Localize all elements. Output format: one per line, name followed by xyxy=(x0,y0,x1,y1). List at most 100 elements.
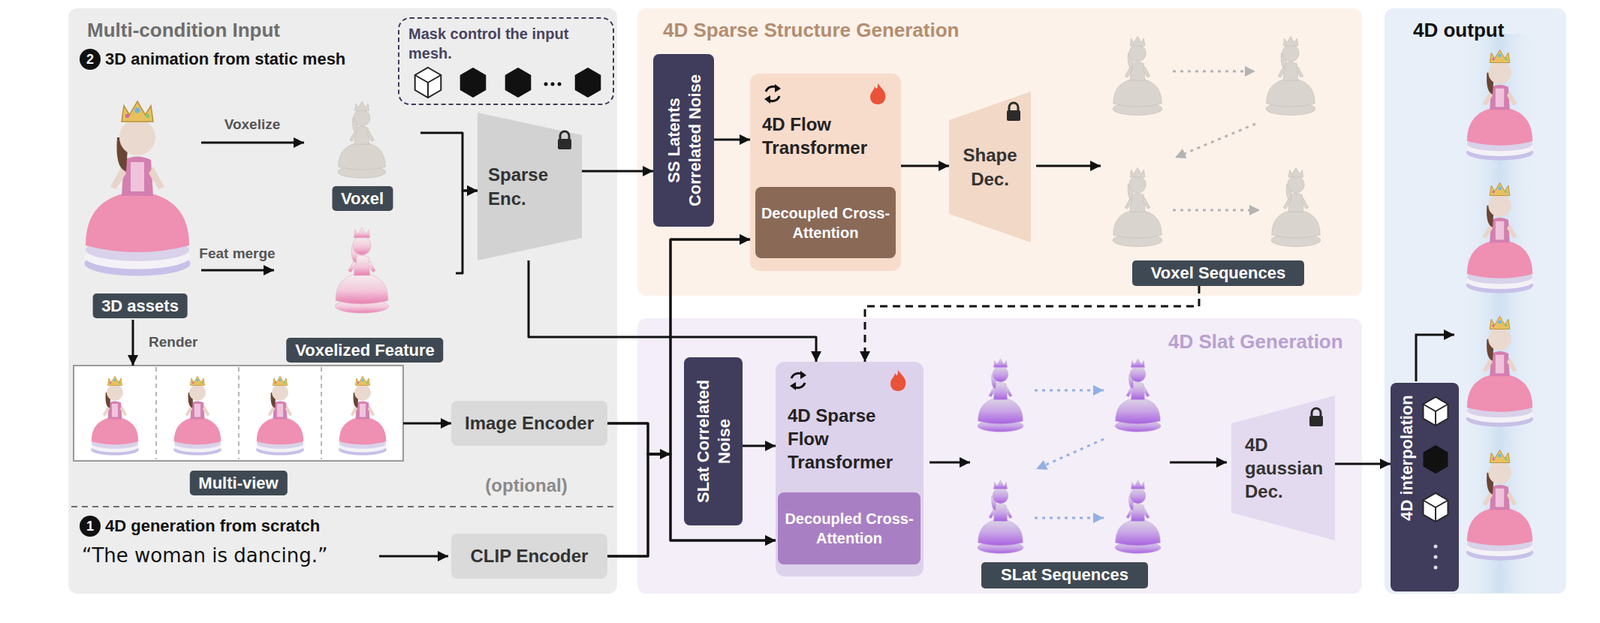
voxel-sequence xyxy=(1271,167,1321,247)
box-label: 4D Sparse Flow Transformer xyxy=(787,403,915,475)
asset-figure xyxy=(84,101,191,277)
fire-icon xyxy=(890,370,906,392)
note-text: (optional) xyxy=(485,475,567,498)
interpolation-icons xyxy=(1434,555,1438,560)
box-label: 4D gaussian Dec. xyxy=(1244,433,1328,504)
sequence-tag: SLat Sequences xyxy=(981,562,1149,589)
box-label: CLIP Encoder xyxy=(457,544,602,568)
voxel-figure xyxy=(337,101,386,178)
mask-icons xyxy=(544,82,549,87)
voxel-sequence xyxy=(1172,70,1256,73)
lock-icon xyxy=(557,131,572,150)
caption-tag: Multi-view xyxy=(189,470,287,497)
mask-note: Mask control the input mesh. xyxy=(397,17,615,106)
flow-arrow xyxy=(201,141,305,145)
interpolation-icons xyxy=(1423,397,1449,570)
slat-sequence xyxy=(929,461,971,465)
output-band xyxy=(1460,33,1540,594)
voxel-group: Voxel xyxy=(304,93,421,213)
dashed-arrow xyxy=(864,286,1200,362)
box-label: 4D Flow Transformer xyxy=(762,112,892,160)
mask-icons xyxy=(415,67,442,98)
voxel-sequence xyxy=(1172,209,1260,212)
voxel-figure xyxy=(337,101,386,178)
slat-sequence xyxy=(929,358,1227,555)
refresh-icon xyxy=(764,84,807,391)
callout-number: 1 xyxy=(79,515,101,537)
flow-arrow xyxy=(528,260,817,362)
multiview-strip xyxy=(73,365,404,462)
slat-sequence xyxy=(1034,517,1104,520)
box-label: Shape Dec. xyxy=(953,143,1027,190)
box-label: Decoupled Cross-Attention xyxy=(759,203,892,243)
mask-icons xyxy=(460,67,487,98)
panel-heading: Multi-condition Input xyxy=(87,18,281,43)
flow-arrow xyxy=(132,319,135,366)
transformer-box: 4D Sparse Flow TransformerDecoupled Cros… xyxy=(775,361,924,577)
feature-group: Voxelized Feature xyxy=(274,217,456,365)
trapezoid-shape xyxy=(477,112,582,261)
section-title: 4D generation from scratch xyxy=(105,516,320,537)
voxel-sequence xyxy=(1112,167,1163,247)
stage-panel: 4D Sparse Structure GenerationSS Latents… xyxy=(637,8,1362,296)
prompt-arrow xyxy=(379,556,449,558)
trapezoid-shape xyxy=(949,91,1031,243)
flow-arrow xyxy=(607,423,776,541)
decoder-block: 4D gaussian Dec. xyxy=(1231,395,1335,541)
attention-box: Decoupled Cross-Attention xyxy=(777,492,921,565)
box-label: SLat Sequences xyxy=(987,564,1142,587)
lock-icon xyxy=(1006,102,1021,121)
caption-tag: Voxel xyxy=(331,186,393,212)
flow-arrow xyxy=(607,454,776,557)
encoder-box: Image Encoder xyxy=(451,400,608,446)
interpolation-icons xyxy=(1423,445,1449,474)
output-figures xyxy=(1466,49,1534,561)
feature-figure xyxy=(334,227,389,314)
input-panel: Multi-condition Input 2 Mask control the i… xyxy=(68,8,618,594)
interpolation-icons xyxy=(1423,397,1449,426)
voxel-sequence xyxy=(1036,165,1101,168)
noise-block: SS Latents Correlated Noise xyxy=(653,54,715,227)
flow-arrow xyxy=(742,445,776,448)
output-figures xyxy=(1466,182,1534,293)
panel-heading: 4D Slat Generation xyxy=(1168,330,1344,354)
trapezoid-shape xyxy=(1231,395,1335,541)
flow-arrow xyxy=(455,190,478,274)
output-arrow xyxy=(1416,334,1455,382)
step-badge: 2 xyxy=(79,48,101,70)
flow-arrow xyxy=(201,269,275,272)
box-label: Mask control the input mesh. xyxy=(408,24,604,64)
interpolation-icons xyxy=(1423,493,1449,522)
slat-sequence xyxy=(1114,358,1161,433)
separator-line xyxy=(71,506,615,508)
edge-label: Render xyxy=(146,334,200,352)
box-label: Decoupled Cross-Attention xyxy=(782,509,917,549)
multiview-strip xyxy=(338,376,387,455)
flow-arrow xyxy=(607,239,751,557)
box-label: SS Latents Correlated Noise xyxy=(662,69,705,212)
multiview-strip xyxy=(156,367,322,460)
separator-line xyxy=(71,506,615,508)
output-figures xyxy=(1466,49,1534,160)
flow-arrow xyxy=(607,239,751,455)
multiview-strip xyxy=(90,376,139,455)
interpolation-icons xyxy=(1434,566,1438,570)
box-label: Image Encoder xyxy=(457,411,602,435)
edge-label: Feat merge xyxy=(196,245,278,263)
mask-icons xyxy=(575,67,602,98)
box-label: SLat Correlated Noise xyxy=(693,370,735,513)
refresh-icon xyxy=(764,84,781,104)
caption-tag: Voxelized Feature xyxy=(286,337,443,364)
output-figures xyxy=(1466,449,1534,561)
flow-arrow xyxy=(714,138,751,142)
decoder-block: Shape Dec. xyxy=(949,91,1031,243)
interpolation-block: 4D interpolation xyxy=(1390,382,1459,592)
merge-arrow xyxy=(658,454,671,455)
mask-icons xyxy=(505,67,532,98)
encoder-box: CLIP Encoder xyxy=(451,533,608,579)
stage-panel: 4D Slat GenerationSLat Correlated Noise 4… xyxy=(637,318,1362,594)
sequence-tag: Voxel Sequences xyxy=(1132,260,1305,287)
asset-figure xyxy=(84,101,191,277)
prompt-arrow xyxy=(379,555,449,558)
slat-sequence xyxy=(1169,461,1227,465)
